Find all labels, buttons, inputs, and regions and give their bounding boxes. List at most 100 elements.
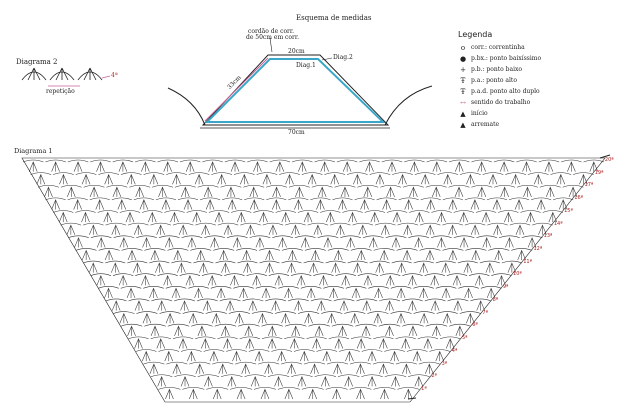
stitch-fan: [230, 387, 253, 400]
stitch-fan: [307, 222, 329, 235]
stitch-fan: [106, 184, 128, 198]
stitch-fan: [323, 286, 344, 299]
stitch-fan: [334, 184, 356, 198]
stitch-fan: [151, 298, 173, 311]
stitch-fan: [297, 311, 320, 324]
legend-item: o corr.: correntinha: [458, 42, 618, 53]
stitch-fan: [195, 336, 216, 349]
stitch-fan: [527, 172, 549, 185]
diag2-label: Diag.2: [333, 54, 353, 61]
stitch-fan: [237, 260, 258, 273]
stitch-fan: [259, 260, 280, 273]
diagram1-title: Diagrama 1: [14, 147, 53, 155]
stitch-fan: [217, 336, 238, 349]
stitch-fan: [188, 172, 210, 185]
stitch-fan: [144, 248, 166, 261]
stitch-fan: [220, 374, 243, 387]
stitch-fan: [325, 387, 348, 400]
start-arrow: [599, 154, 611, 159]
legend-item-label: p.a.: ponto alto: [471, 77, 517, 84]
stitch-fan: [431, 210, 452, 223]
stitch-fan: [287, 298, 309, 311]
body-curve-right: [384, 85, 433, 126]
stitch-fan: [469, 273, 490, 286]
stitch-fan: [521, 235, 543, 248]
stitch-fan: [381, 159, 403, 172]
stitch-fan: [453, 235, 475, 248]
double-crochet-icon: Ŧ: [460, 76, 466, 85]
stitch-fan: [281, 361, 303, 374]
stitch-fan: [384, 374, 407, 387]
stitch-fan: [224, 159, 246, 172]
stitch-fan: [228, 311, 250, 324]
row-label: 13ª: [543, 233, 553, 240]
stitch-fan: [465, 248, 487, 261]
stitch-fan: [45, 197, 66, 210]
stitch-fan: [98, 286, 119, 299]
legend-item-label: arremate: [471, 121, 500, 128]
stitch-fan: [262, 222, 284, 235]
stitch-fan: [150, 222, 172, 235]
stitch-fan: [186, 210, 207, 223]
legend-item: ● p.bx.: ponto baixíssimo: [458, 53, 618, 64]
stitch-fan: [418, 361, 440, 374]
stitch-fan: [530, 197, 552, 210]
stitch-fan: [284, 323, 307, 336]
stitch-fan: [158, 387, 181, 400]
stitch-fan: [294, 235, 316, 248]
stitch-fan: [157, 273, 178, 286]
stitch-fan: [174, 298, 196, 311]
stitch-fan: [98, 248, 120, 261]
stitch-fan: [275, 210, 296, 223]
stitch-fan: [367, 311, 389, 324]
diag2-pointer: [321, 57, 333, 61]
stitch-fan: [211, 172, 233, 185]
stitch-fan: [128, 336, 149, 349]
stitch-fan: [437, 172, 459, 185]
stitch-fan: [583, 159, 605, 172]
stitch-fan: [448, 184, 470, 198]
stitch-fan: [202, 159, 223, 172]
stitch-fan: [214, 323, 237, 336]
stitch-fan: [328, 336, 350, 349]
legend-item-label: início: [471, 110, 488, 117]
stitch-fan: [157, 159, 179, 172]
stitch-fan: [516, 159, 537, 172]
stitch-fan: [325, 260, 346, 273]
stitch-fan: [135, 159, 156, 172]
stitch-fan: [253, 387, 277, 400]
stitch-fan: [482, 172, 504, 185]
legend-item-label: sentido do trabalho: [471, 99, 531, 106]
stitch-fan: [471, 159, 492, 172]
stitch-fan: [210, 286, 232, 299]
stitch-fan: [180, 349, 202, 362]
stitch-fan: [313, 273, 334, 286]
stitch-fan: [379, 298, 401, 311]
stitch-fan: [83, 260, 104, 273]
stitch-fan: [303, 361, 326, 374]
stitch-fan: [380, 184, 402, 198]
stitch-fan: [224, 273, 245, 286]
stitch-fan: [222, 197, 243, 210]
direction-arrow-icon: ↔: [460, 98, 466, 107]
row-label: 1ª: [421, 386, 427, 393]
stitch-fan: [291, 374, 313, 387]
stitch-fan: [266, 197, 287, 210]
stitch-fan: [291, 159, 313, 172]
stitch-fan: [278, 286, 299, 299]
stitch-fan: [60, 184, 82, 198]
stitch-fan: [239, 336, 261, 349]
stitch-fan: [179, 159, 201, 172]
stitch-fan: [233, 286, 254, 299]
stitch-fan: [486, 197, 508, 210]
stitch-fan: [352, 222, 374, 235]
row-label: 4ª: [451, 347, 458, 354]
stitch-fan: [248, 349, 270, 362]
stitch-fan: [475, 210, 497, 223]
stitch-fan: [261, 323, 284, 336]
stitch-fan: [279, 172, 300, 185]
stitch-fan: [494, 184, 516, 198]
stitch-fan: [113, 235, 135, 248]
stitch-fan: [420, 197, 441, 210]
treble-crochet-icon: Ŧ: [460, 87, 466, 96]
